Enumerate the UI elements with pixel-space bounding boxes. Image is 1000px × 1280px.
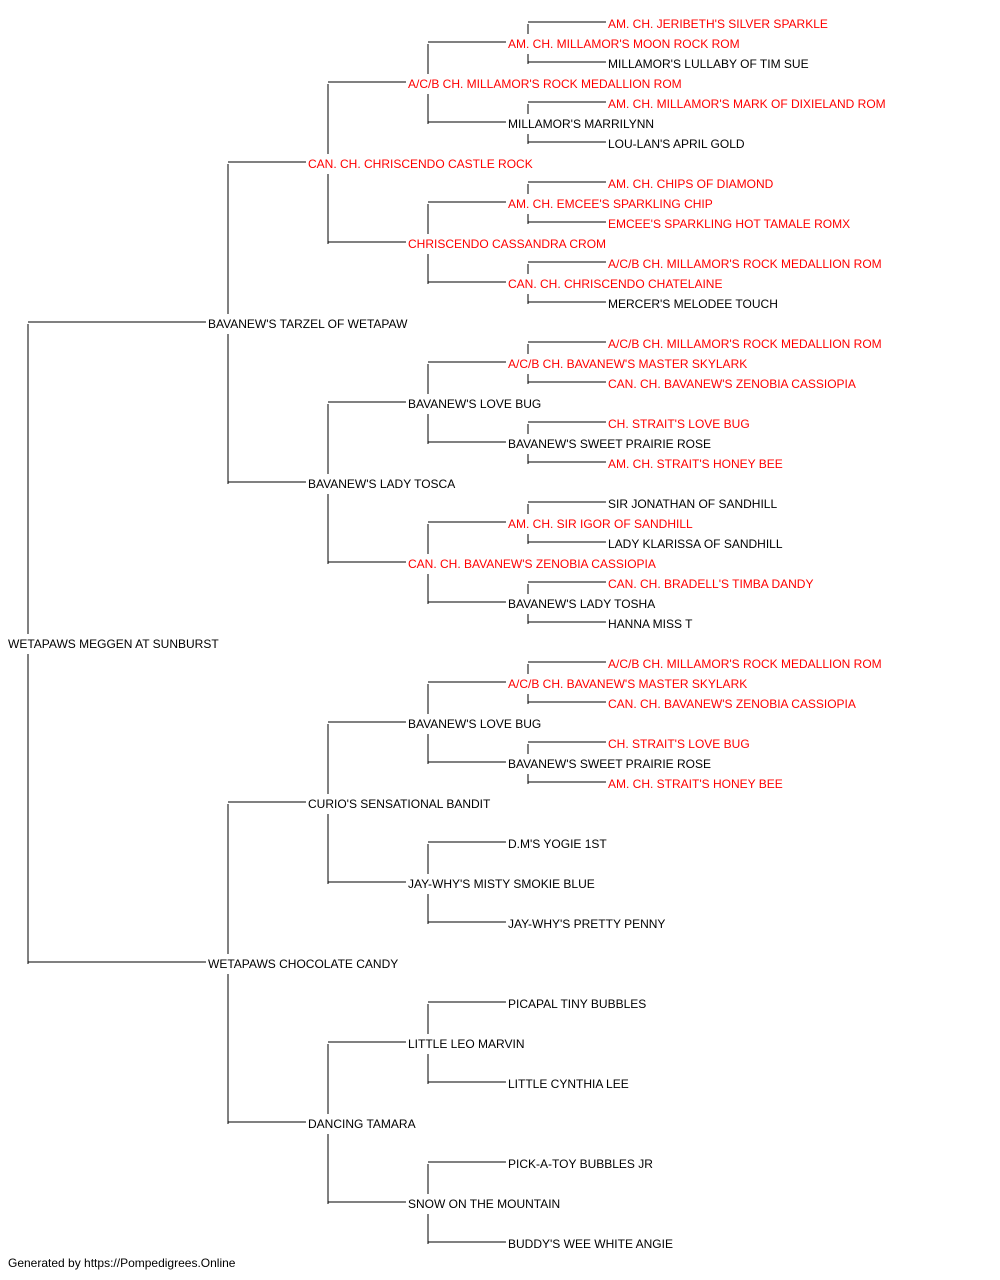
pedigree-node-n33: MILLAMOR'S LULLABY OF TIM SUE — [608, 57, 809, 71]
pedigree-node-n29: LITTLE CYNTHIA LEE — [508, 1077, 629, 1091]
pedigree-node-n34: AM. CH. MILLAMOR'S MARK OF DIXIELAND ROM — [608, 97, 886, 111]
pedigree-node-n28: PICAPAL TINY BUBBLES — [508, 997, 646, 1011]
pedigree-node-n26: D.M'S YOGIE 1ST — [508, 837, 607, 851]
pedigree-node-n30: PICK-A-TOY BUBBLES JR — [508, 1157, 653, 1171]
pedigree-node-n12: BAVANEW'S LOVE BUG — [408, 717, 541, 731]
pedigree-node-n25: BAVANEW'S SWEET PRAIRIE ROSE — [508, 757, 711, 771]
pedigree-node-n16: AM. CH. MILLAMOR'S MOON ROCK ROM — [508, 37, 740, 51]
pedigree-node-n47: HANNA MISS T — [608, 617, 693, 631]
pedigree-node-n36: AM. CH. CHIPS OF DIAMOND — [608, 177, 774, 191]
pedigree-node-n35: LOU-LAN'S APRIL GOLD — [608, 137, 745, 151]
pedigree-node-n27: JAY-WHY'S PRETTY PENNY — [508, 917, 665, 931]
pedigree-node-n50: CH. STRAIT'S LOVE BUG — [608, 737, 750, 751]
footer-credit: Generated by https://Pompedigrees.Online — [8, 1256, 236, 1270]
pedigree-node-n4: CAN. CH. CHRISCENDO CASTLE ROCK — [308, 157, 533, 171]
pedigree-node-n38: A/C/B CH. MILLAMOR'S ROCK MEDALLION ROM — [608, 257, 882, 271]
pedigree-node-n9: CHRISCENDO CASSANDRA CROM — [408, 237, 606, 251]
pedigree-node-n24: A/C/B CH. BAVANEW'S MASTER SKYLARK — [508, 677, 747, 691]
pedigree-node-n19: CAN. CH. CHRISCENDO CHATELAINE — [508, 277, 722, 291]
pedigree-node-n13: JAY-WHY'S MISTY SMOKIE BLUE — [408, 877, 595, 891]
pedigree-node-n8: A/C/B CH. MILLAMOR'S ROCK MEDALLION ROM — [408, 77, 682, 91]
pedigree-node-n18: AM. CH. EMCEE'S SPARKLING CHIP — [508, 197, 713, 211]
pedigree-node-n45: LADY KLARISSA OF SANDHILL — [608, 537, 783, 551]
pedigree-node-n14: LITTLE LEO MARVIN — [408, 1037, 524, 1051]
pedigree-node-n37: EMCEE'S SPARKLING HOT TAMALE ROMX — [608, 217, 850, 231]
pedigree-node-n17: MILLAMOR'S MARRILYNN — [508, 117, 654, 131]
pedigree-node-n15: SNOW ON THE MOUNTAIN — [408, 1197, 560, 1211]
pedigree-node-n48: A/C/B CH. MILLAMOR'S ROCK MEDALLION ROM — [608, 657, 882, 671]
pedigree-node-n10: BAVANEW'S LOVE BUG — [408, 397, 541, 411]
pedigree-node-n5: BAVANEW'S LADY TOSCA — [308, 477, 455, 491]
pedigree-node-n44: SIR JONATHAN OF SANDHILL — [608, 497, 777, 511]
pedigree-node-n3: WETAPAWS CHOCOLATE CANDY — [208, 957, 398, 971]
pedigree-node-n1: WETAPAWS MEGGEN AT SUNBURST — [8, 637, 219, 651]
pedigree-node-n2: BAVANEW'S TARZEL OF WETAPAW — [208, 317, 408, 331]
pedigree-node-n49: CAN. CH. BAVANEW'S ZENOBIA CASSIOPIA — [608, 697, 856, 711]
pedigree-node-n40: A/C/B CH. MILLAMOR'S ROCK MEDALLION ROM — [608, 337, 882, 351]
pedigree-node-n32: AM. CH. JERIBETH'S SILVER SPARKLE — [608, 17, 828, 31]
pedigree-node-n51: AM. CH. STRAIT'S HONEY BEE — [608, 777, 783, 791]
pedigree-node-n41: CAN. CH. BAVANEW'S ZENOBIA CASSIOPIA — [608, 377, 856, 391]
pedigree-node-n43: AM. CH. STRAIT'S HONEY BEE — [608, 457, 783, 471]
pedigree-node-n20: A/C/B CH. BAVANEW'S MASTER SKYLARK — [508, 357, 747, 371]
pedigree-node-n31: BUDDY'S WEE WHITE ANGIE — [508, 1237, 673, 1251]
pedigree-node-n22: AM. CH. SIR IGOR OF SANDHILL — [508, 517, 693, 531]
pedigree-node-n39: MERCER'S MELODEE TOUCH — [608, 297, 778, 311]
pedigree-node-n46: CAN. CH. BRADELL'S TIMBA DANDY — [608, 577, 813, 591]
pedigree-node-n21: BAVANEW'S SWEET PRAIRIE ROSE — [508, 437, 711, 451]
pedigree-node-n42: CH. STRAIT'S LOVE BUG — [608, 417, 750, 431]
pedigree-node-n11: CAN. CH. BAVANEW'S ZENOBIA CASSIOPIA — [408, 557, 656, 571]
pedigree-node-n7: DANCING TAMARA — [308, 1117, 416, 1131]
pedigree-node-n6: CURIO'S SENSATIONAL BANDIT — [308, 797, 491, 811]
pedigree-node-n23: BAVANEW'S LADY TOSHA — [508, 597, 655, 611]
